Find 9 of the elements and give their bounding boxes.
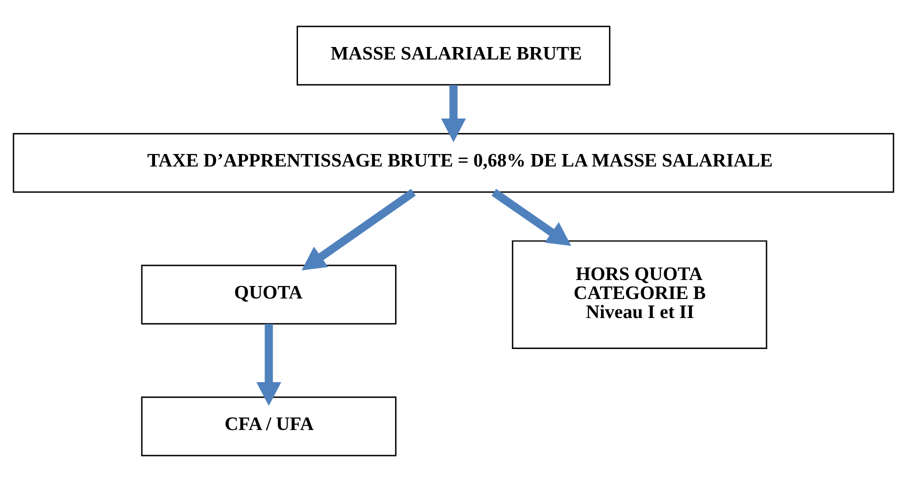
arrow xyxy=(256,324,282,406)
node-box: CFA / UFA xyxy=(141,396,396,456)
node-box: QUOTA xyxy=(141,264,396,324)
arrow xyxy=(492,188,572,246)
node-box: HORS QUOTA CATEGORIE B Niveau I et II xyxy=(512,240,768,348)
arrow xyxy=(441,84,466,142)
node-box: TAXE D’APPRENTISSAGE BRUTE = 0,68% DE LA MASSE SALARIALE xyxy=(12,132,894,192)
node-box: MASSE SALARIALE BRUTE xyxy=(296,25,610,85)
arrow xyxy=(302,188,416,270)
